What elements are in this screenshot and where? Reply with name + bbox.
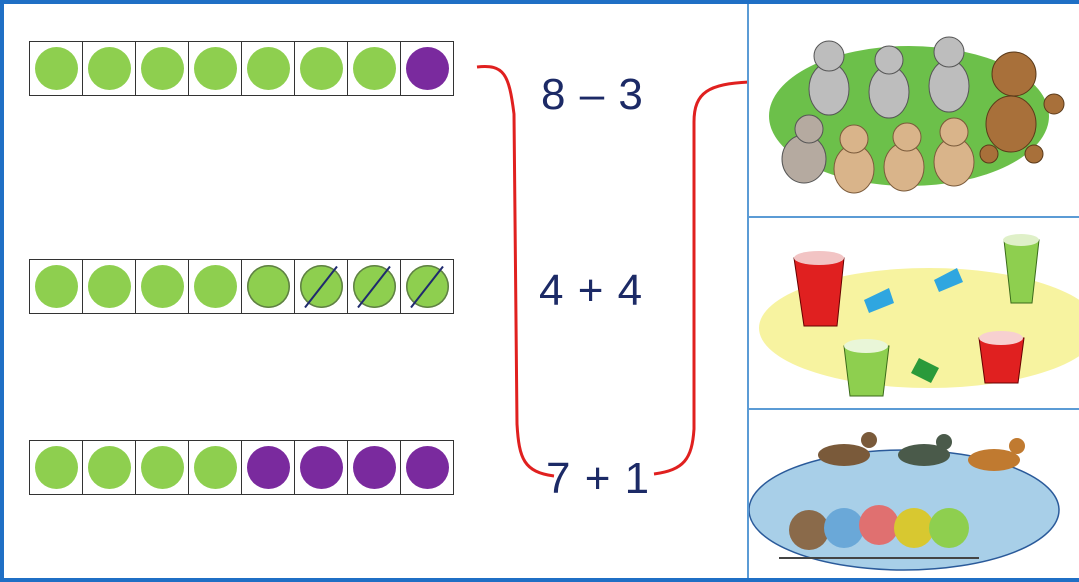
frame-cell: [242, 42, 295, 95]
frame-cell: [30, 441, 83, 494]
expression-3[interactable]: 7 + 1: [546, 454, 651, 503]
green-counter: [193, 446, 237, 489]
green-counter: [87, 265, 131, 308]
counting-frame-1: [29, 41, 454, 96]
green-counter: [299, 47, 343, 90]
purple-counter: [352, 446, 396, 489]
frame-cell: [136, 441, 189, 494]
picture-buckets[interactable]: [747, 218, 1079, 410]
frame-cell: [348, 441, 401, 494]
purple-counter: [246, 446, 290, 489]
counting-frame-2: [29, 259, 454, 314]
green-counter: [246, 265, 290, 308]
green-counter: [34, 47, 78, 90]
green-counter: [140, 47, 184, 90]
green-counter: [87, 446, 131, 489]
frame-cell: [136, 260, 189, 313]
cats-and-dog-icon: [769, 36, 1065, 194]
expression-1[interactable]: 8 – 3: [541, 70, 644, 119]
frame-cell: [348, 260, 401, 313]
frame-cell: [83, 441, 136, 494]
frame-cell: [295, 441, 348, 494]
frame-cell: [242, 260, 295, 313]
green-counter: [34, 446, 78, 489]
frame-cell: [401, 260, 454, 313]
expression-2[interactable]: 4 + 4: [539, 266, 644, 315]
frame-cell: [189, 260, 242, 313]
picture-cats-dog[interactable]: [747, 4, 1079, 218]
frame-cell: [189, 441, 242, 494]
frame-cell: [348, 42, 401, 95]
frame-cell: [401, 441, 454, 494]
frame-cell: [401, 42, 454, 95]
line-expr1-to-picture3: [653, 80, 750, 476]
frame-cell: [295, 260, 348, 313]
frame-cell: [83, 260, 136, 313]
frame-cell: [83, 42, 136, 95]
green-counter: [193, 265, 237, 308]
frame-cell: [189, 42, 242, 95]
green-counter: [140, 446, 184, 489]
purple-counter: [299, 446, 343, 489]
green-counter: [87, 47, 131, 90]
green-counter: [246, 47, 290, 90]
picture-birds[interactable]: [747, 410, 1079, 578]
green-counter: [34, 265, 78, 308]
birds-icon: [749, 432, 1060, 571]
green-counter: [140, 265, 184, 308]
purple-counter: [405, 47, 449, 90]
frame-cell: [242, 441, 295, 494]
frame-cell: [295, 42, 348, 95]
green-counter: [352, 47, 396, 90]
frame-cell: [30, 42, 83, 95]
counting-frame-3: [29, 440, 454, 495]
frame-cell: [30, 260, 83, 313]
purple-counter: [405, 446, 449, 489]
green-counter: [193, 47, 237, 90]
frame-cell: [136, 42, 189, 95]
buckets-and-shovels-icon: [759, 234, 1079, 397]
